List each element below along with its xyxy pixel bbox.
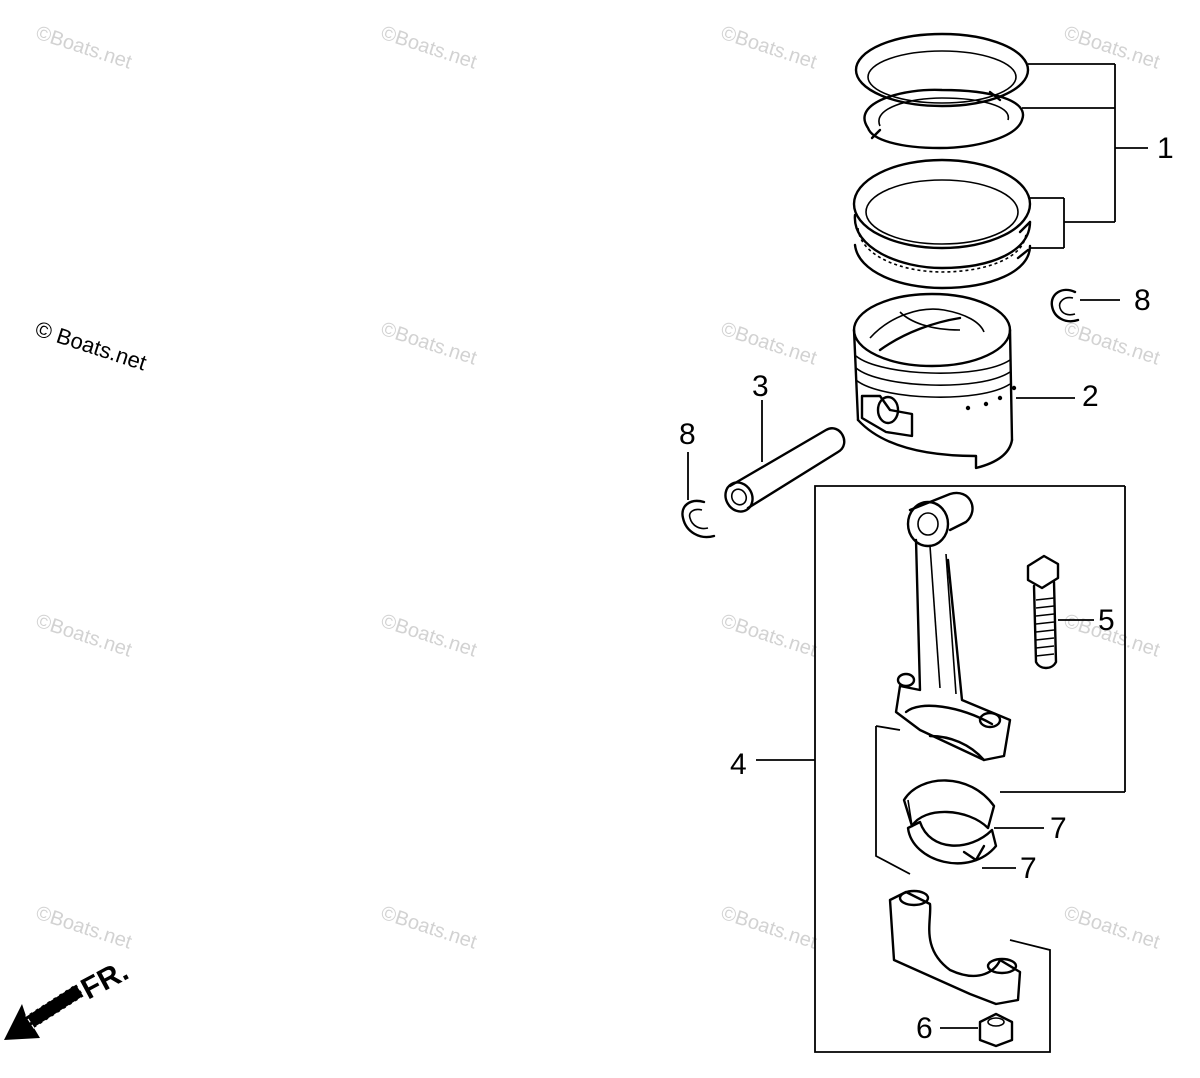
- piston-ring-set-icon[interactable]: [852, 32, 1032, 290]
- bearing-cap-icon[interactable]: [888, 889, 1022, 1006]
- callout-7-upper: 7: [1050, 812, 1067, 845]
- bearing-shell-icon[interactable]: [902, 779, 996, 830]
- callout-8-left: 8: [679, 418, 696, 451]
- callout-4: 4: [730, 748, 747, 781]
- piston-icon[interactable]: [852, 292, 1017, 470]
- leader-lines: [687, 63, 1148, 1029]
- callout-8-right: 8: [1134, 284, 1151, 317]
- piston-pin-icon[interactable]: [720, 427, 846, 516]
- nut-icon[interactable]: [978, 1012, 1014, 1048]
- front-direction-label: FR.: [76, 954, 134, 1006]
- bearing-shell-icon[interactable]: [906, 820, 998, 865]
- front-arrow-icon: [4, 983, 85, 1040]
- callout-7-lower: 7: [1020, 852, 1037, 885]
- connecting-rod-bolt-icon[interactable]: [1026, 554, 1060, 670]
- callout-2: 2: [1082, 380, 1099, 413]
- callout-3: 3: [752, 370, 769, 403]
- callout-6: 6: [916, 1012, 933, 1045]
- connecting-rod-assembly-icon[interactable]: [894, 491, 1012, 762]
- callout-5: 5: [1098, 604, 1115, 637]
- connecting-rod-assembly-frame: [756, 485, 1126, 1053]
- callout-1: 1: [1157, 132, 1174, 165]
- pin-clip-icon[interactable]: [681, 499, 716, 539]
- pin-clip-icon[interactable]: [1050, 288, 1080, 323]
